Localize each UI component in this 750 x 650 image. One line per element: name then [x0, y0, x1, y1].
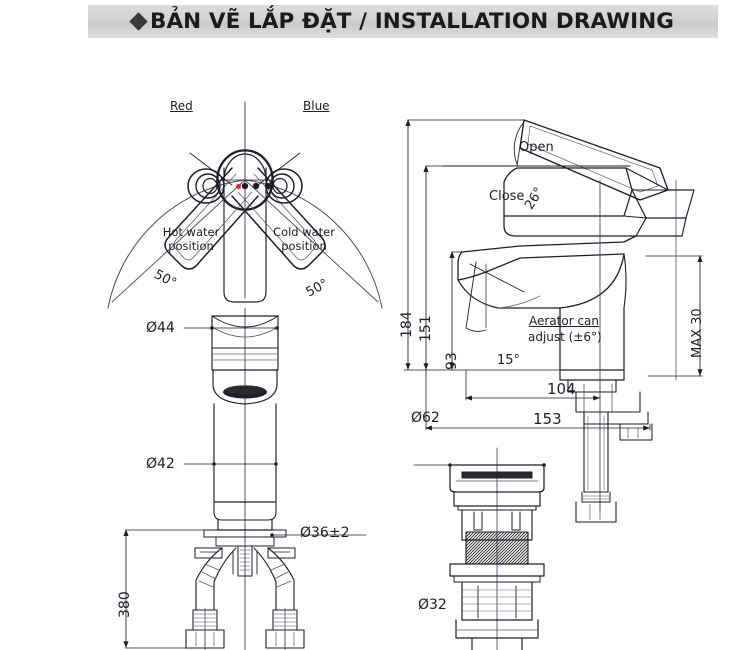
dim-diameter-32: Ø32 [418, 597, 447, 613]
dim-height-151: 151 [418, 315, 434, 342]
page-header-band: BẢN VẼ LẮP ĐẶT / INSTALLATION DRAWING [88, 5, 718, 38]
label-red: Red [170, 99, 193, 113]
dim-height-380: 380 [117, 591, 133, 618]
label-blue: Blue [303, 99, 330, 113]
label-aerator-line1: Aerator can [529, 314, 600, 328]
diamond-bullet-icon [129, 12, 148, 31]
page-title: BẢN VẼ LẮP ĐẶT / INSTALLATION DRAWING [149, 9, 675, 34]
drain-view-geometry [449, 447, 545, 650]
dim-diameter-36: Ø36±2 [300, 525, 350, 541]
red-indicator-dot [236, 184, 241, 189]
label-aerator-line2: adjust (±6°) [528, 330, 602, 344]
drain-view-dimensions [413, 463, 546, 467]
label-aerator-angle-15: 15° [497, 353, 521, 368]
label-close: Close [489, 189, 525, 204]
side-view-geometry [442, 119, 695, 523]
side-view-dimensions [403, 119, 703, 431]
label-cold-water-line1: Cold water [273, 225, 335, 239]
dim-max-30: MAX 30 [690, 308, 705, 358]
dim-height-184: 184 [399, 311, 415, 338]
label-open: Open [519, 140, 554, 155]
technical-drawing-svg [107, 101, 703, 650]
dim-height-93: 93 [444, 352, 460, 370]
dim-width-104: 104 [547, 380, 576, 398]
label-hot-water-line1: Hot water [162, 225, 220, 239]
front-view-geometry [185, 307, 305, 650]
drawing-canvas: Red Blue Hot water position Cold water p… [0, 40, 750, 650]
dim-diameter-62: Ø62 [411, 410, 440, 426]
front-view-dimensions [123, 326, 367, 649]
dim-diameter-42: Ø42 [146, 456, 175, 472]
top-view-geometry [107, 101, 383, 309]
label-hot-water-line2: position [168, 239, 214, 253]
dim-width-153: 153 [533, 410, 562, 428]
dim-diameter-44: Ø44 [146, 320, 175, 336]
label-cold-water-line2: position [281, 239, 327, 253]
